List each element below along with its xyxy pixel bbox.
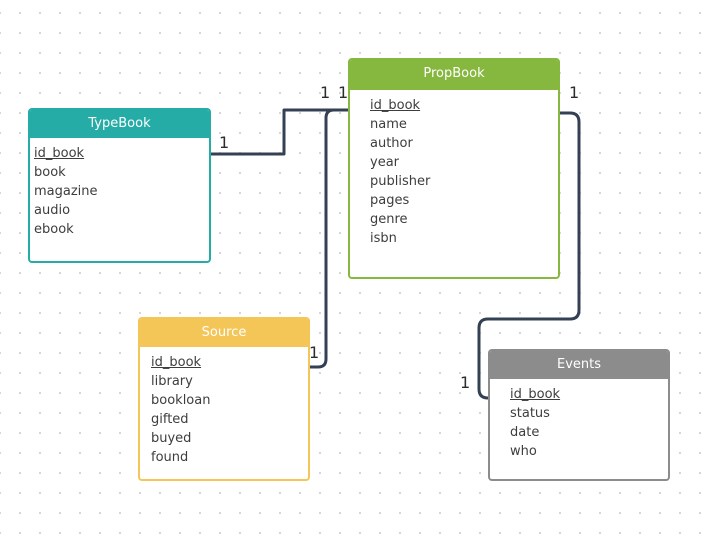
entity-title: PropBook: [350, 60, 558, 90]
entity-field: buyed: [151, 431, 192, 446]
entity-field: pages: [370, 193, 410, 208]
primary-key-field: id_book: [510, 387, 561, 402]
entity-field: status: [510, 406, 550, 421]
entity-field: publisher: [370, 174, 431, 189]
entity-field: library: [151, 374, 193, 389]
entity-field: genre: [370, 212, 408, 227]
entity-title: Source: [140, 319, 308, 347]
entity-field: date: [510, 425, 540, 440]
entity-propbook[interactable]: PropBook id_book name author year publis…: [348, 58, 560, 279]
cardinality-source-end: 1: [309, 343, 320, 362]
entity-title: TypeBook: [30, 110, 209, 138]
entity-field: name: [370, 117, 407, 132]
entity-field: year: [370, 155, 400, 170]
entity-field: found: [151, 450, 189, 465]
entity-field: audio: [34, 203, 71, 218]
primary-key-field: id_book: [34, 146, 85, 161]
entity-events[interactable]: Events id_book status date who: [488, 349, 670, 481]
field-list: id_book status date who: [490, 379, 668, 461]
primary-key-field: id_book: [151, 355, 202, 370]
entity-field: book: [34, 165, 66, 180]
field-list: id_book library bookloan gifted buyed fo…: [140, 347, 308, 467]
cardinality-events-end: 1: [460, 373, 471, 392]
field-list: id_book book magazine audio ebook: [30, 138, 209, 239]
entity-title: Events: [490, 351, 668, 379]
field-list: id_book name author year publisher pages…: [350, 90, 558, 248]
cardinality-typebook-end: 1: [219, 133, 230, 152]
entity-typebook[interactable]: TypeBook id_book book magazine audio ebo…: [28, 108, 211, 263]
cardinality-propbook-events-end: 1: [569, 83, 580, 102]
entity-field: magazine: [34, 184, 98, 199]
entity-field: who: [510, 444, 537, 459]
entity-field: bookloan: [151, 393, 211, 408]
entity-field: author: [370, 136, 413, 151]
primary-key-field: id_book: [370, 98, 421, 113]
entity-field: gifted: [151, 412, 189, 427]
connector-typebook-propbook: [211, 108, 348, 156]
connector-source-propbook: [310, 108, 348, 369]
entity-source[interactable]: Source id_book library bookloan gifted b…: [138, 317, 310, 481]
entity-field: ebook: [34, 222, 74, 237]
cardinality-propbook-typebook-end: 1: [320, 83, 331, 102]
cardinality-propbook-source-end: 1: [338, 83, 349, 102]
entity-field: isbn: [370, 231, 397, 246]
